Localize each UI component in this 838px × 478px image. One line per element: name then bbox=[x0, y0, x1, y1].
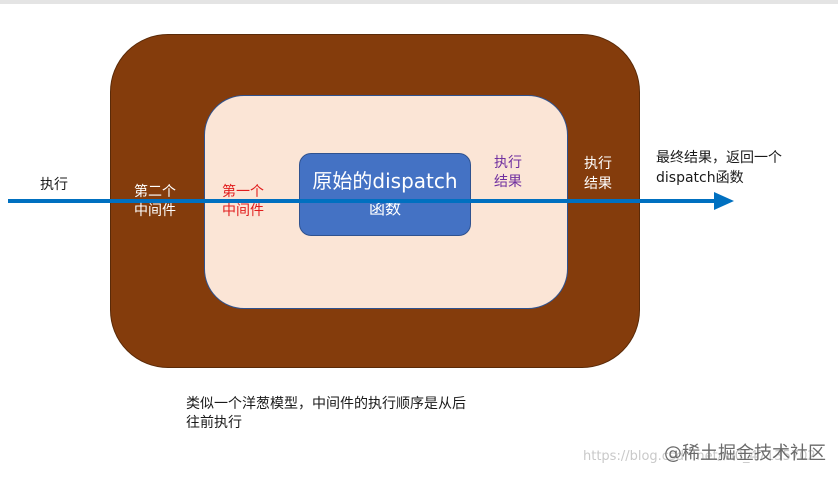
outer-result-label-line1: 执行 bbox=[584, 156, 612, 172]
execute-label: 执行 bbox=[40, 177, 68, 193]
core-dispatch-subtitle: 函数 bbox=[368, 199, 401, 218]
core-dispatch-title: 原始的dispatch bbox=[312, 169, 458, 193]
second-middleware-label-line2: 中间件 bbox=[134, 203, 176, 219]
inner-result-label-line1: 执行 bbox=[494, 155, 522, 171]
final-result-label-line2: dispatch函数 bbox=[656, 170, 744, 186]
watermark-url: https://blog.csdn.net/m0_47135702 bbox=[583, 449, 816, 464]
inner-result-label-line2: 结果 bbox=[494, 174, 522, 190]
final-result-label-line1: 最终结果，返回一个 bbox=[656, 150, 782, 166]
watermark-brand: @稀土掘金技术社区 bbox=[664, 443, 826, 464]
first-middleware-label-line1: 第一个 bbox=[222, 184, 264, 200]
caption-line1: 类似一个洋葱模型，中间件的执行顺序是从后 bbox=[186, 396, 466, 412]
first-middleware-label-line2: 中间件 bbox=[222, 203, 264, 219]
second-middleware-label-line1: 第二个 bbox=[134, 184, 176, 200]
caption-line2: 往前执行 bbox=[186, 415, 242, 431]
outer-result-label-line2: 结果 bbox=[584, 176, 612, 192]
execution-arrow-head bbox=[714, 192, 734, 210]
core-dispatch-box bbox=[299, 153, 471, 236]
top-divider bbox=[0, 0, 838, 4]
